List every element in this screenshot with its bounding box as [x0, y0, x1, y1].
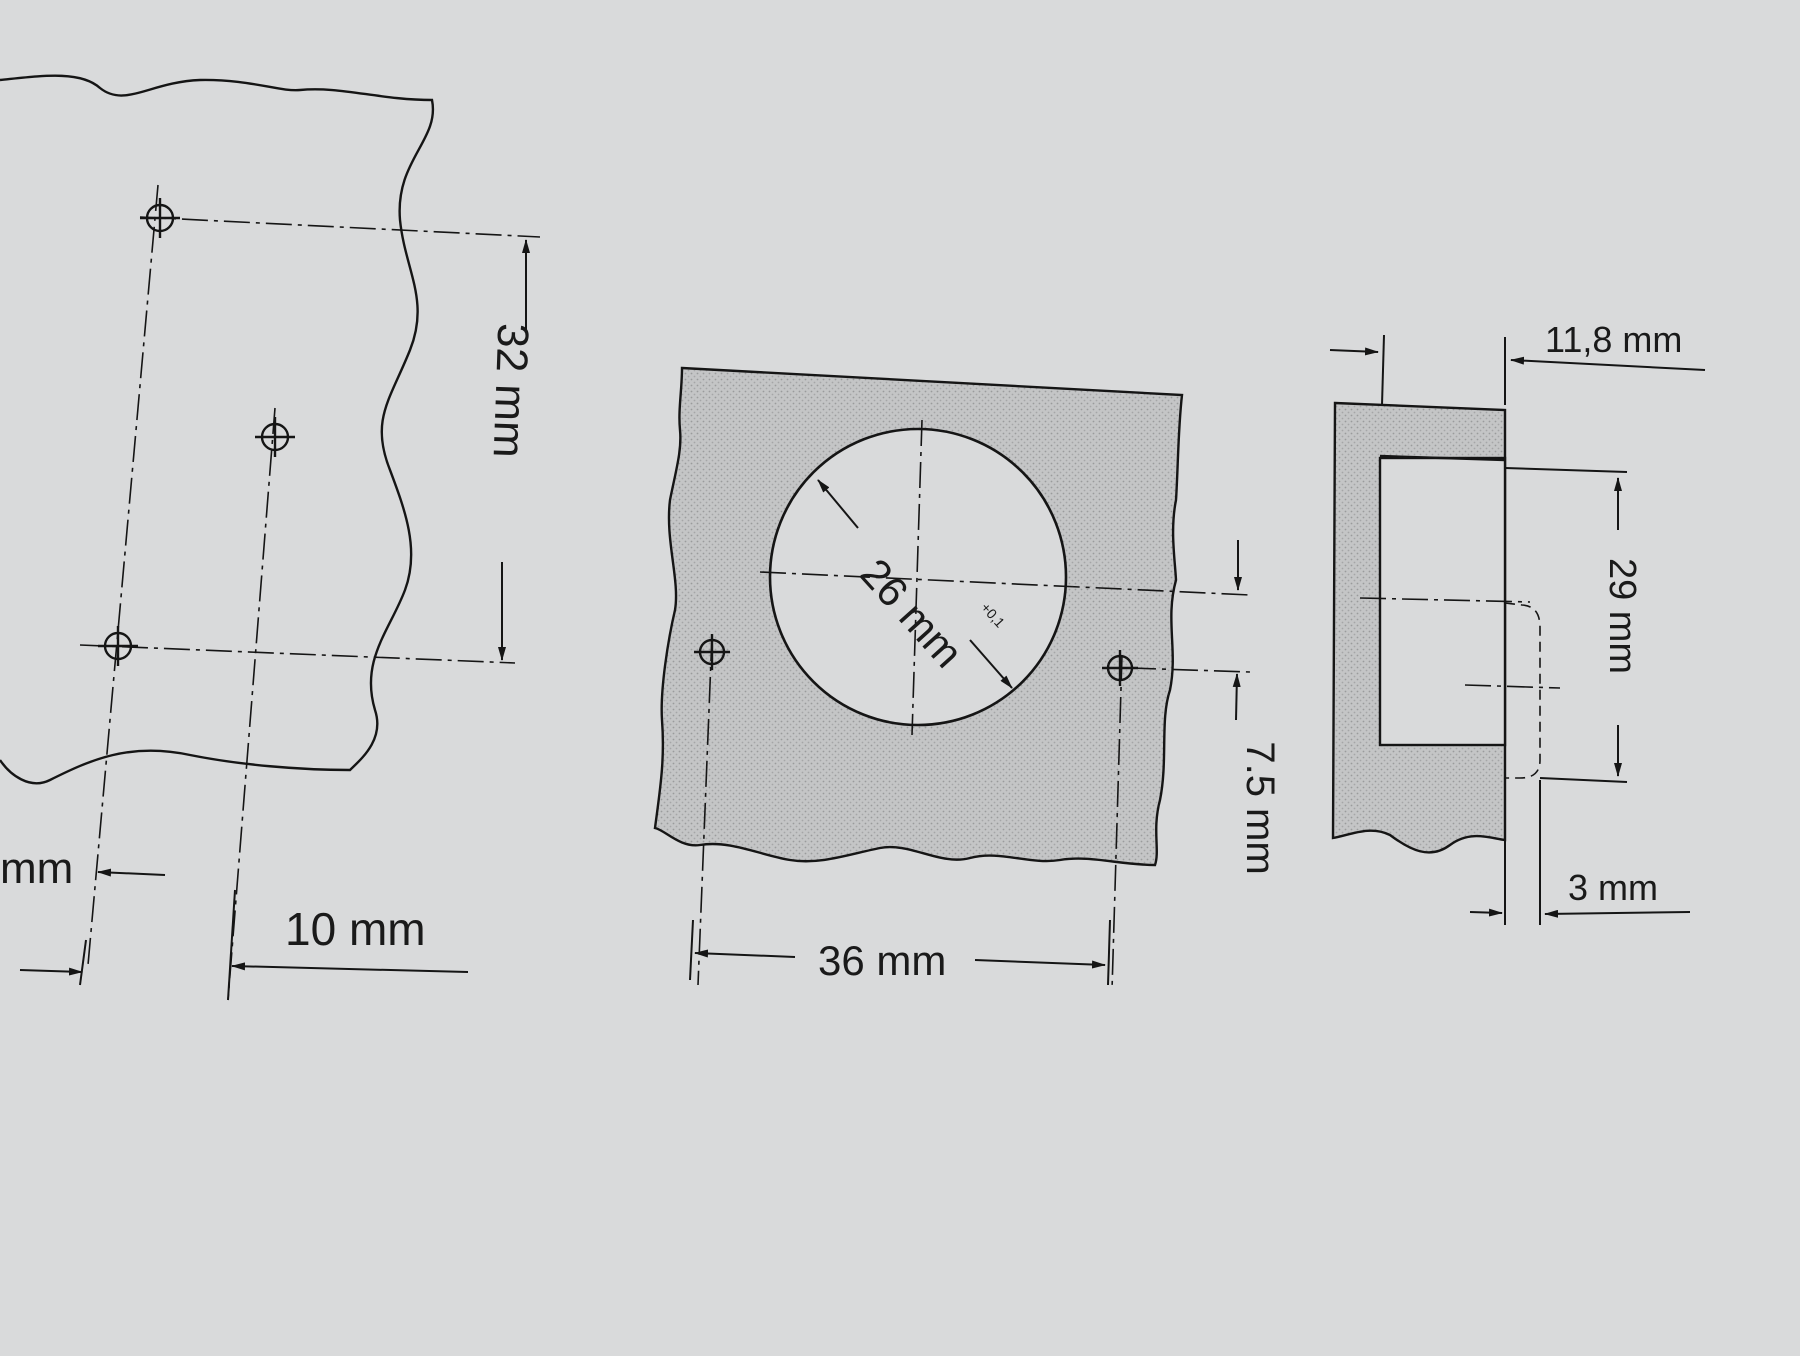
dim-10-label: 10 mm [285, 903, 426, 955]
dim-11-8-label: 11,8 mm [1545, 319, 1682, 360]
dim-3-right-arrow [1544, 909, 1691, 918]
hole-marker-bottom [98, 626, 138, 666]
dim-10-arrow [231, 962, 469, 973]
dim-26-lower-arrow [969, 639, 1013, 689]
section-centerline-upper [1359, 597, 1531, 603]
left-panel-outline [0, 74, 435, 785]
section-hinge-profile-dashed [1504, 602, 1541, 779]
mount-hole-right-centerline [1111, 654, 1123, 991]
mount-hole-baseline [1129, 667, 1251, 673]
dim-36-label: 36 mm [818, 937, 946, 984]
dim-left-arrow-outer [19, 967, 83, 976]
right-section-view: 11,8 mm 29 mm 3 mm [1329, 319, 1706, 925]
dim-3-label: 3 mm [1568, 867, 1658, 908]
mount-hole-right [1102, 650, 1138, 686]
hole-marker-middle [255, 417, 295, 457]
dim-3-left-arrow [1469, 908, 1503, 917]
dim-36-left-extension [689, 919, 694, 981]
dim-29-label: 29 mm [1601, 558, 1643, 674]
dim-7-5-label: 7.5 mm [1238, 741, 1282, 874]
dim-left-arrow-inner [97, 868, 166, 877]
dim-left-partial-label: mm [0, 844, 73, 893]
dim-11-8-right-arrow [1510, 356, 1706, 371]
dim-left-extension [79, 939, 87, 986]
dim-29-top-extension [1504, 467, 1628, 473]
left-vertical-centerline-2 [227, 407, 276, 1001]
dim-36-left-arrow [694, 949, 796, 958]
left-horizontal-centerline-top [139, 216, 541, 238]
mount-hole-left [694, 634, 730, 670]
dim-32-label: 32 mm [484, 322, 538, 458]
cup-hole-26mm [768, 427, 1068, 727]
dim-36-right-extension [1107, 919, 1111, 986]
cup-vertical-centerline [911, 419, 923, 736]
dim-26-upper-arrow [817, 479, 859, 529]
dim-10-extension [227, 889, 236, 1001]
section-top-edge [1379, 454, 1506, 462]
dim-11-8-left-extension [1381, 334, 1385, 406]
cup-horizontal-centerline [759, 571, 1251, 596]
dim-36-right-arrow [974, 959, 1106, 969]
left-horizontal-centerline-bottom [79, 644, 516, 664]
dim-29-bottom-extension [1539, 777, 1628, 783]
left-vertical-centerline-1 [87, 184, 159, 966]
section-centerline-lower [1464, 684, 1561, 689]
dim-11-8-left-arrow [1329, 347, 1379, 356]
left-panel-view: 32 mm mm 10 mm [0, 74, 541, 1001]
hole-marker-top [140, 198, 180, 238]
middle-panel-view: 26 mm +0,1 7.5 mm 36 mm [653, 366, 1282, 991]
dim-7-5-bottom-arrow [1232, 673, 1241, 721]
mount-hole-left-centerline [697, 634, 713, 986]
